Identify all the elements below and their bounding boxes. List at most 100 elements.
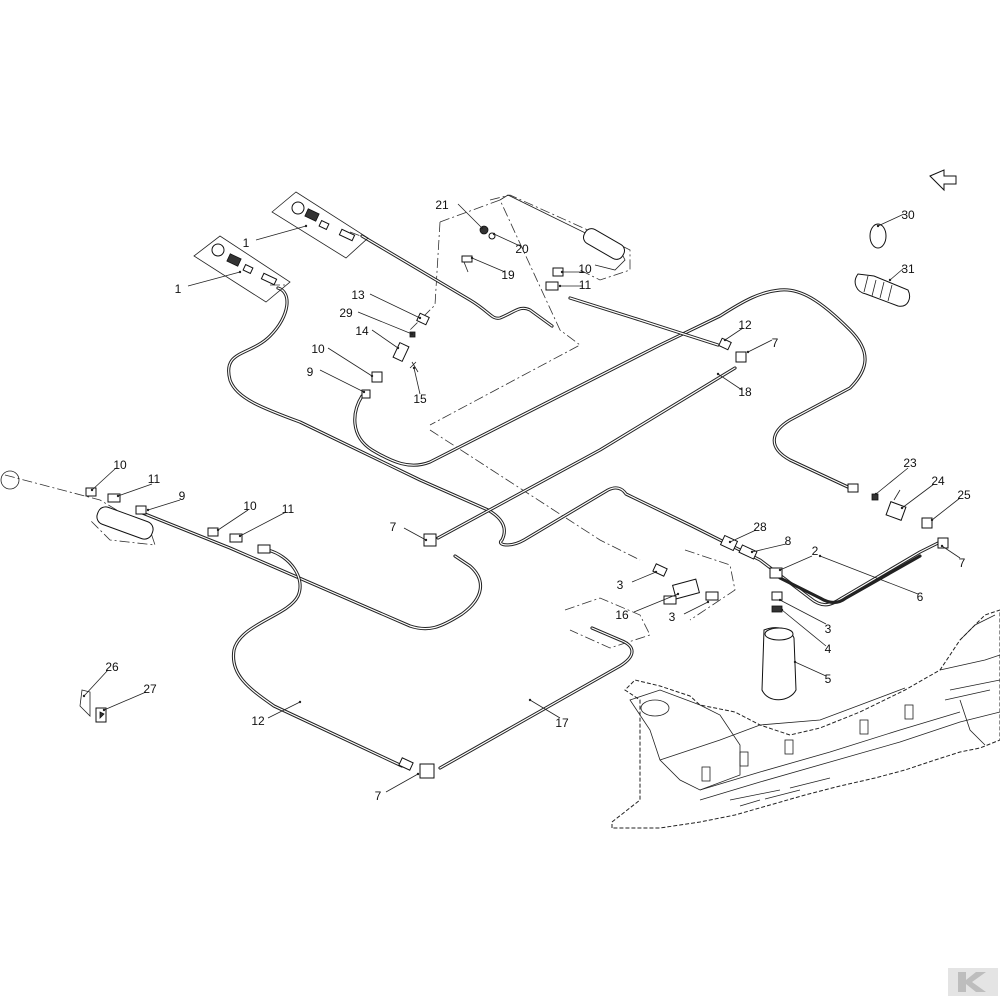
callout-leader: [91, 467, 117, 491]
callout-leader: [217, 509, 249, 531]
callout-anchor: [793, 660, 797, 664]
callout-label: 18: [738, 385, 752, 399]
callout-label: 8: [785, 534, 792, 548]
callout-label: 3: [825, 622, 832, 636]
callout-label: 1: [243, 236, 250, 250]
callout-anchor: [304, 224, 308, 228]
callout-anchor: [558, 284, 562, 288]
callout-label: 11: [148, 472, 161, 486]
callout-label: 26: [105, 660, 119, 674]
callout-leader: [327, 347, 373, 377]
callout-leader: [631, 571, 657, 583]
callout-anchor: [362, 390, 366, 394]
phantom-lines: [4, 194, 736, 649]
callout-leader: [931, 497, 961, 521]
callout-label: 23: [903, 456, 917, 470]
machine-frame: [611, 609, 1000, 829]
callout-label: 7: [772, 336, 779, 350]
callout-anchor: [480, 226, 484, 230]
callout-leader: [901, 483, 935, 509]
callout-anchor: [396, 346, 400, 350]
callout-anchor: [216, 528, 220, 532]
direction-arrow-icon: [929, 169, 957, 192]
callout-leader: [239, 511, 287, 537]
callout-leader: [779, 555, 813, 571]
callout-label: 29: [339, 306, 353, 320]
callout-label: 12: [738, 318, 752, 332]
callout-anchor: [676, 592, 680, 596]
callout-anchor: [716, 372, 720, 376]
callout-anchor: [706, 600, 710, 604]
callout-leader: [385, 773, 419, 793]
callout-leader: [403, 527, 427, 541]
callout-anchor: [528, 698, 532, 702]
callout-anchor: [416, 772, 420, 776]
callout-label: 9: [179, 489, 186, 503]
callout-label: 7: [390, 520, 397, 534]
callout-labels: 1123334567777899101010101111111212131415…: [82, 198, 971, 803]
callout-anchor: [116, 494, 120, 498]
callout-label: 7: [959, 556, 966, 570]
callout-leader: [255, 225, 307, 241]
callout-label: 10: [113, 458, 127, 472]
callout-anchor: [238, 534, 242, 538]
callout-anchor: [90, 488, 94, 492]
callout-leader: [187, 271, 241, 287]
pipe-upper-long: [227, 286, 940, 607]
callout-label: 10: [311, 342, 325, 356]
callout-leader: [493, 233, 521, 247]
callout-leader: [529, 699, 561, 719]
callout-anchor: [370, 374, 374, 378]
callout-label: 5: [825, 672, 832, 686]
brand-logo-icon: [948, 968, 998, 996]
callout-label: 11: [579, 278, 592, 292]
callout-anchor: [728, 540, 732, 544]
callout-label: 13: [351, 288, 365, 302]
callout-anchor: [298, 700, 302, 704]
pipe-17: [438, 626, 634, 770]
callout-anchor: [723, 338, 727, 342]
callout-anchor: [940, 544, 944, 548]
callout-label: 15: [413, 392, 427, 406]
callout-label: 3: [617, 578, 624, 592]
callout-anchor: [146, 508, 150, 512]
callout-label: 10: [578, 262, 592, 276]
callout-leader: [724, 327, 744, 341]
callout-label: 7: [375, 789, 382, 803]
callout-label: 21: [435, 198, 449, 212]
callout-leader: [747, 339, 773, 353]
callout-anchor: [874, 492, 878, 496]
callout-label: 4: [825, 642, 832, 656]
callout-anchor: [818, 554, 822, 558]
callout-leader: [877, 213, 905, 227]
callout-leader: [83, 669, 109, 697]
callout-leader: [751, 543, 787, 553]
callout-leader: [147, 499, 181, 511]
callout-label: 12: [251, 714, 265, 728]
callout-label: 24: [931, 474, 945, 488]
callout-leader: [889, 267, 905, 281]
callout-leader: [717, 373, 743, 391]
callout-leader: [781, 609, 827, 647]
callout-leader: [729, 529, 757, 543]
callout-anchor: [746, 350, 750, 354]
callout-label: 17: [555, 716, 569, 730]
callout-leader: [819, 555, 919, 595]
pipe-left-9: [138, 510, 483, 631]
callout-anchor: [750, 550, 754, 554]
callout-anchor: [424, 538, 428, 542]
callout-label: 11: [282, 502, 295, 516]
callout-leader: [413, 367, 421, 395]
callout-label: 20: [515, 242, 529, 256]
callout-label: 31: [901, 262, 915, 276]
callout-leader: [633, 593, 679, 613]
callout-leader: [369, 293, 421, 319]
callout-anchor: [900, 506, 904, 510]
pipe-6: [778, 554, 922, 605]
callout-anchor: [418, 316, 422, 320]
callout-anchor: [778, 568, 782, 572]
callout-label: 27: [143, 682, 157, 696]
callout-anchor: [82, 694, 86, 698]
